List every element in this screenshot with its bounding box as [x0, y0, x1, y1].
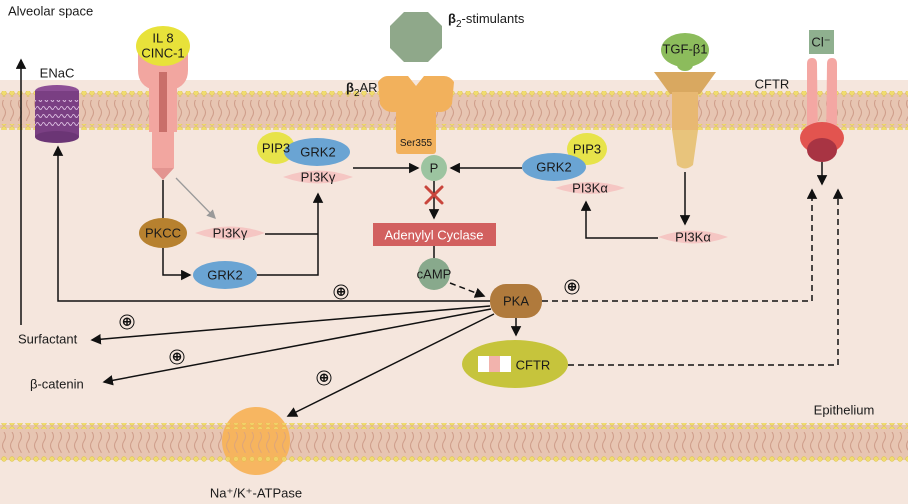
- pi3kg-top-label: PI3Kγ: [300, 169, 336, 185]
- il8-label: IL 8: [152, 30, 174, 46]
- pkcc-node: [139, 218, 187, 248]
- pi3kg-mid-label: PI3Kγ: [212, 225, 248, 241]
- pi3kg-top-node: [283, 170, 353, 184]
- grk2-left-node: [284, 138, 350, 166]
- pi3ka-mid-node: [658, 230, 728, 244]
- cftr-bottom-shape: [462, 340, 568, 388]
- enac-label: ENaC: [39, 65, 75, 81]
- surfactant-label: Surfactant: [18, 331, 78, 347]
- grk2-right-node: [522, 153, 586, 181]
- plus-sign-catenin: ⊕: [169, 349, 185, 365]
- adenylyl-cyclase-box: [373, 223, 496, 246]
- il8-receptor: [136, 26, 190, 180]
- epithelium-label: Epithelium: [813, 402, 875, 418]
- cftr-top-label: CFTR: [754, 76, 790, 92]
- pip3-right-node: [567, 133, 607, 165]
- plus-sign-surfactant: ⊕: [119, 314, 135, 330]
- pi3ka-top-node: [555, 182, 625, 194]
- b2-stimulant-shape: [390, 12, 442, 62]
- cinc1-label: CINC-1: [141, 45, 185, 61]
- cftr-channel: [800, 30, 844, 162]
- cl-ion-label: Cl⁻: [811, 34, 831, 50]
- pkcc-label: PKCC: [144, 225, 182, 241]
- beta-catenin-label: β-catenin: [30, 376, 84, 392]
- basal-membrane: [0, 423, 908, 462]
- pka-node: [490, 284, 542, 318]
- tgf-receptor: [654, 33, 716, 169]
- ser355-label: Ser355: [399, 138, 433, 149]
- enac-channel: [35, 85, 79, 143]
- apical-membrane: [0, 91, 908, 130]
- alveolar-space-label: Alveolar space: [8, 3, 94, 19]
- grk2-low-label: GRK2: [207, 267, 243, 283]
- grk2-left-label: GRK2: [300, 144, 336, 160]
- plus-sign-cftr: ⊕: [564, 279, 580, 295]
- pip3-right-label: PIP3: [572, 141, 602, 157]
- b2ar-receptor: [378, 76, 454, 154]
- b2ar-label: β2AR: [346, 80, 378, 99]
- cftr-bottom-label: CFTR: [515, 357, 551, 373]
- camp-node: [418, 258, 450, 290]
- pathway-arrows: [15, 58, 828, 417]
- grk2-low-node: [193, 261, 257, 289]
- b2-stimulants-label: β2-stimulants: [448, 11, 525, 30]
- adenylyl-cyclase-label: Adenylyl Cyclase: [384, 227, 484, 243]
- dashed-arrows: [449, 188, 844, 366]
- pi3kg-mid-node: [195, 226, 265, 240]
- tgf-label: TGF-β1: [662, 41, 708, 57]
- plus-sign-enac: ⊕: [333, 284, 349, 300]
- inhibition-mark: [424, 185, 444, 205]
- camp-label: cAMP: [416, 266, 452, 282]
- pi3ka-top-label: PI3Kα: [572, 180, 608, 196]
- p-node: [421, 155, 447, 181]
- pi3ka-mid-label: PI3Kα: [675, 229, 711, 245]
- pka-label: PKA: [502, 293, 530, 309]
- grk2-right-label: GRK2: [536, 159, 572, 175]
- pip3-left-label: PIP3: [261, 140, 291, 156]
- p-label: P: [429, 160, 439, 176]
- grey-arrow: [175, 177, 216, 219]
- plus-sign-atpase: ⊕: [316, 370, 332, 386]
- atpase-label: Na⁺/K⁺-ATPase: [209, 485, 303, 501]
